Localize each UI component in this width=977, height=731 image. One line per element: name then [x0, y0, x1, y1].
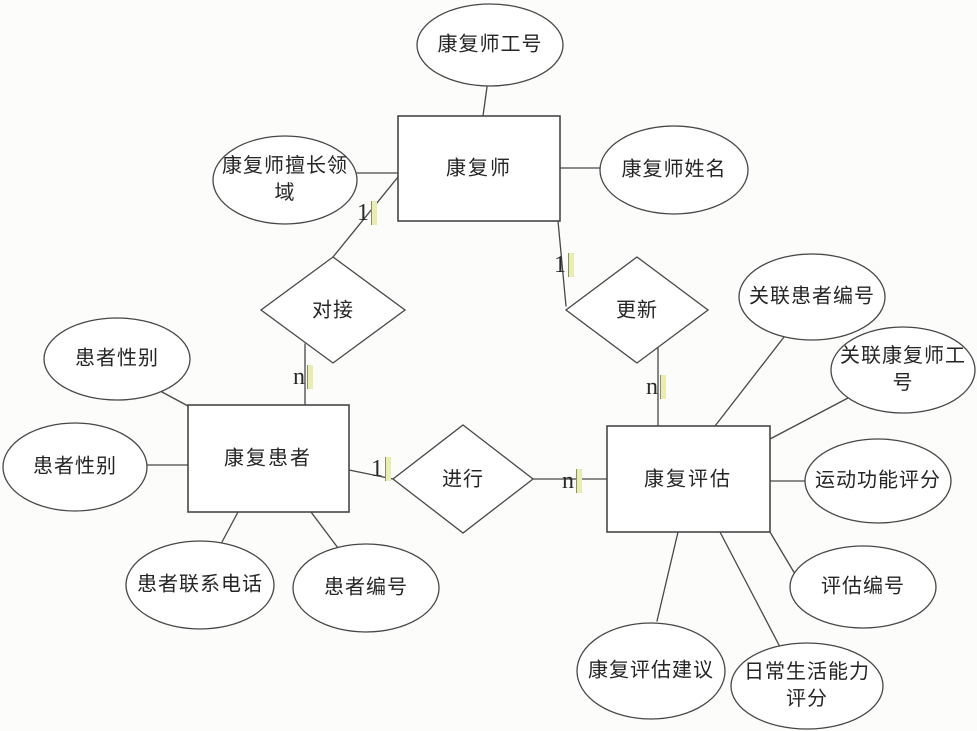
cardinality-connect-therapist: 1: [357, 201, 377, 225]
cardinality-conduct-assessment: n: [562, 469, 582, 493]
attribute-shapes: [2, 3, 976, 730]
attribute-ellipse-patient-gender-lower: [2, 422, 148, 512]
attribute-label-assessment-advice: 康复评估建议: [588, 659, 714, 682]
attribute-label-assessment-id: 评估编号: [821, 575, 905, 598]
connector-assessment-linkedpatientid: [714, 336, 785, 427]
attribute-label-patient-gender-upper: 患者性别: [75, 347, 159, 370]
connector-patient-phone: [221, 511, 239, 543]
highlight-tick: [307, 365, 313, 389]
connector-assessment-assessmentid: [769, 531, 796, 575]
connector-assessment-linkedtherapistid: [769, 397, 849, 440]
connector-assessment-dailyscore: [719, 531, 780, 646]
cardinality-value: 1: [554, 252, 566, 278]
connector-lines: [146, 86, 849, 646]
cardinality-value: n: [562, 468, 574, 494]
connector-patient-patientid: [310, 511, 339, 549]
attribute-ellipse-assessment-id: [789, 545, 937, 629]
highlight-tick: [576, 469, 582, 493]
entity-label-patient: 康复患者: [224, 447, 312, 470]
connector-therapist-update: [557, 220, 567, 307]
attribute-ellipse-linked-patient-id: [738, 253, 886, 341]
attribute-label-linked-therapist-id: 关联康复师工 号: [840, 345, 966, 394]
attribute-ellipse-motor-score: [804, 438, 952, 524]
attribute-label-linked-patient-id: 关联患者编号: [749, 285, 875, 308]
attribute-ellipse-linked-therapist-id: [830, 326, 976, 414]
cardinality-connect-patient: n: [293, 365, 313, 389]
cardinality-conduct-patient: 1: [371, 457, 391, 481]
attribute-ellipse-therapist-id: [416, 3, 564, 87]
attribute-label-patient-phone: 患者联系电话: [137, 573, 263, 596]
attribute-label-motor-score: 运动功能评分: [815, 469, 941, 492]
relationship-label-conduct: 进行: [442, 468, 484, 491]
attribute-ellipse-patient-phone: [125, 540, 275, 630]
entity-label-therapist: 康复师: [446, 157, 512, 180]
connector-therapist-connect: [332, 176, 399, 258]
attribute-ellipse-patient-gender-upper: [43, 317, 191, 401]
cardinality-value: 1: [371, 456, 383, 482]
attribute-label-daily-living-score: 日常生活能力 评分: [744, 661, 870, 710]
highlight-tick: [371, 201, 377, 225]
entity-label-assessment: 康复评估: [644, 468, 732, 491]
entity-rect-therapist: [397, 115, 561, 222]
relationship-label-update: 更新: [616, 299, 658, 322]
attribute-label-patient-id: 患者编号: [324, 576, 408, 599]
cardinality-value: n: [293, 364, 305, 390]
entity-rect-patient: [187, 404, 350, 513]
cardinality-update-assessment: n: [646, 375, 666, 399]
attribute-ellipse-assessment-advice: [576, 622, 726, 720]
cardinality-update-therapist: 1: [554, 253, 574, 277]
relationship-diamond-conduct: [391, 424, 535, 534]
connector-assessment-advice: [656, 531, 679, 622]
relationship-label-connect: 对接: [312, 299, 354, 322]
attribute-ellipse-therapist-specialty: [212, 135, 358, 225]
connector-genderupper-patient: [161, 391, 189, 407]
cardinality-value: n: [646, 374, 658, 400]
highlight-tick: [660, 375, 666, 399]
relationship-diamond-update: [564, 256, 710, 364]
attribute-label-therapist-id: 康复师工号: [437, 33, 543, 56]
highlight-tick: [385, 457, 391, 481]
relationship-shapes: [259, 256, 710, 534]
entity-rect-assessment: [606, 425, 771, 533]
attribute-ellipse-patient-id: [292, 543, 440, 633]
connector-therapistid-therapist: [482, 86, 488, 117]
attribute-ellipse-therapist-name: [599, 125, 749, 215]
cardinality-value: 1: [357, 200, 369, 226]
relationship-diamond-connect: [259, 256, 407, 364]
attribute-label-therapist-name: 康复师姓名: [621, 158, 727, 181]
highlight-tick: [568, 253, 574, 277]
entity-shapes: [187, 115, 771, 533]
attribute-label-patient-gender-lower: 患者性别: [33, 455, 117, 478]
attribute-ellipse-daily-living-score: [730, 642, 884, 730]
attribute-label-therapist-specialty: 康复师擅长领 域: [222, 155, 348, 204]
